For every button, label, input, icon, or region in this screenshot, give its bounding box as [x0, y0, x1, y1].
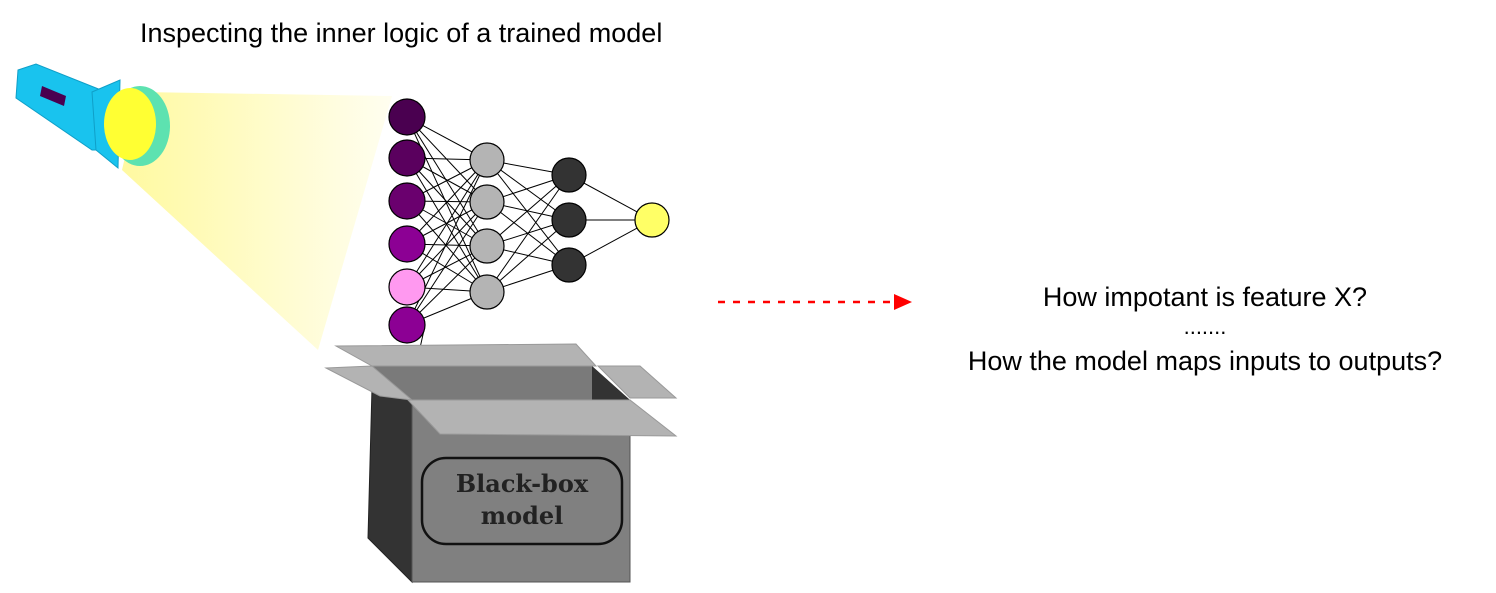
hidden-node-1	[469, 142, 505, 178]
hidden-node-2	[551, 247, 587, 283]
hidden-node-1	[469, 184, 505, 220]
question-input-output-mapping: How the model maps inputs to outputs?	[967, 346, 1443, 376]
network-edge	[406, 200, 488, 293]
neural-network	[388, 98, 670, 344]
question-ellipsis: .......	[1183, 314, 1227, 339]
network-edge	[406, 157, 488, 293]
black-box-label: Black-box model	[422, 468, 622, 532]
network-edges	[406, 116, 653, 349]
light-beam	[122, 92, 392, 350]
hidden-node-1	[469, 274, 505, 310]
input-node	[388, 225, 426, 263]
input-node	[388, 182, 426, 220]
network-edge	[486, 174, 570, 293]
input-node	[388, 139, 426, 177]
result-arrow	[718, 294, 912, 310]
input-node	[388, 268, 426, 306]
network-edge	[406, 201, 488, 288]
output-node	[634, 202, 670, 238]
network-edge	[486, 159, 570, 266]
hidden-node-2	[551, 157, 587, 193]
input-node	[388, 306, 426, 344]
flashlight-icon	[15, 63, 170, 170]
diagram-title: Inspecting the inner logic of a trained …	[140, 18, 663, 48]
hidden-node-2	[551, 202, 587, 238]
black-box-label-border	[420, 456, 624, 546]
network-edge	[406, 159, 488, 288]
black-box-label-line2: model	[480, 501, 564, 530]
network-edge	[406, 201, 488, 326]
network-edge	[486, 219, 570, 293]
network-edge	[406, 245, 488, 326]
network-edge	[486, 174, 570, 247]
question-feature-importance: How impotant is feature X?	[1042, 282, 1368, 312]
network-edge	[406, 116, 488, 247]
input-node	[388, 98, 426, 136]
hidden-node-1	[469, 228, 505, 264]
network-edge	[406, 159, 488, 245]
black-box	[324, 343, 678, 584]
black-box-label-line1: Black-box	[455, 469, 589, 498]
